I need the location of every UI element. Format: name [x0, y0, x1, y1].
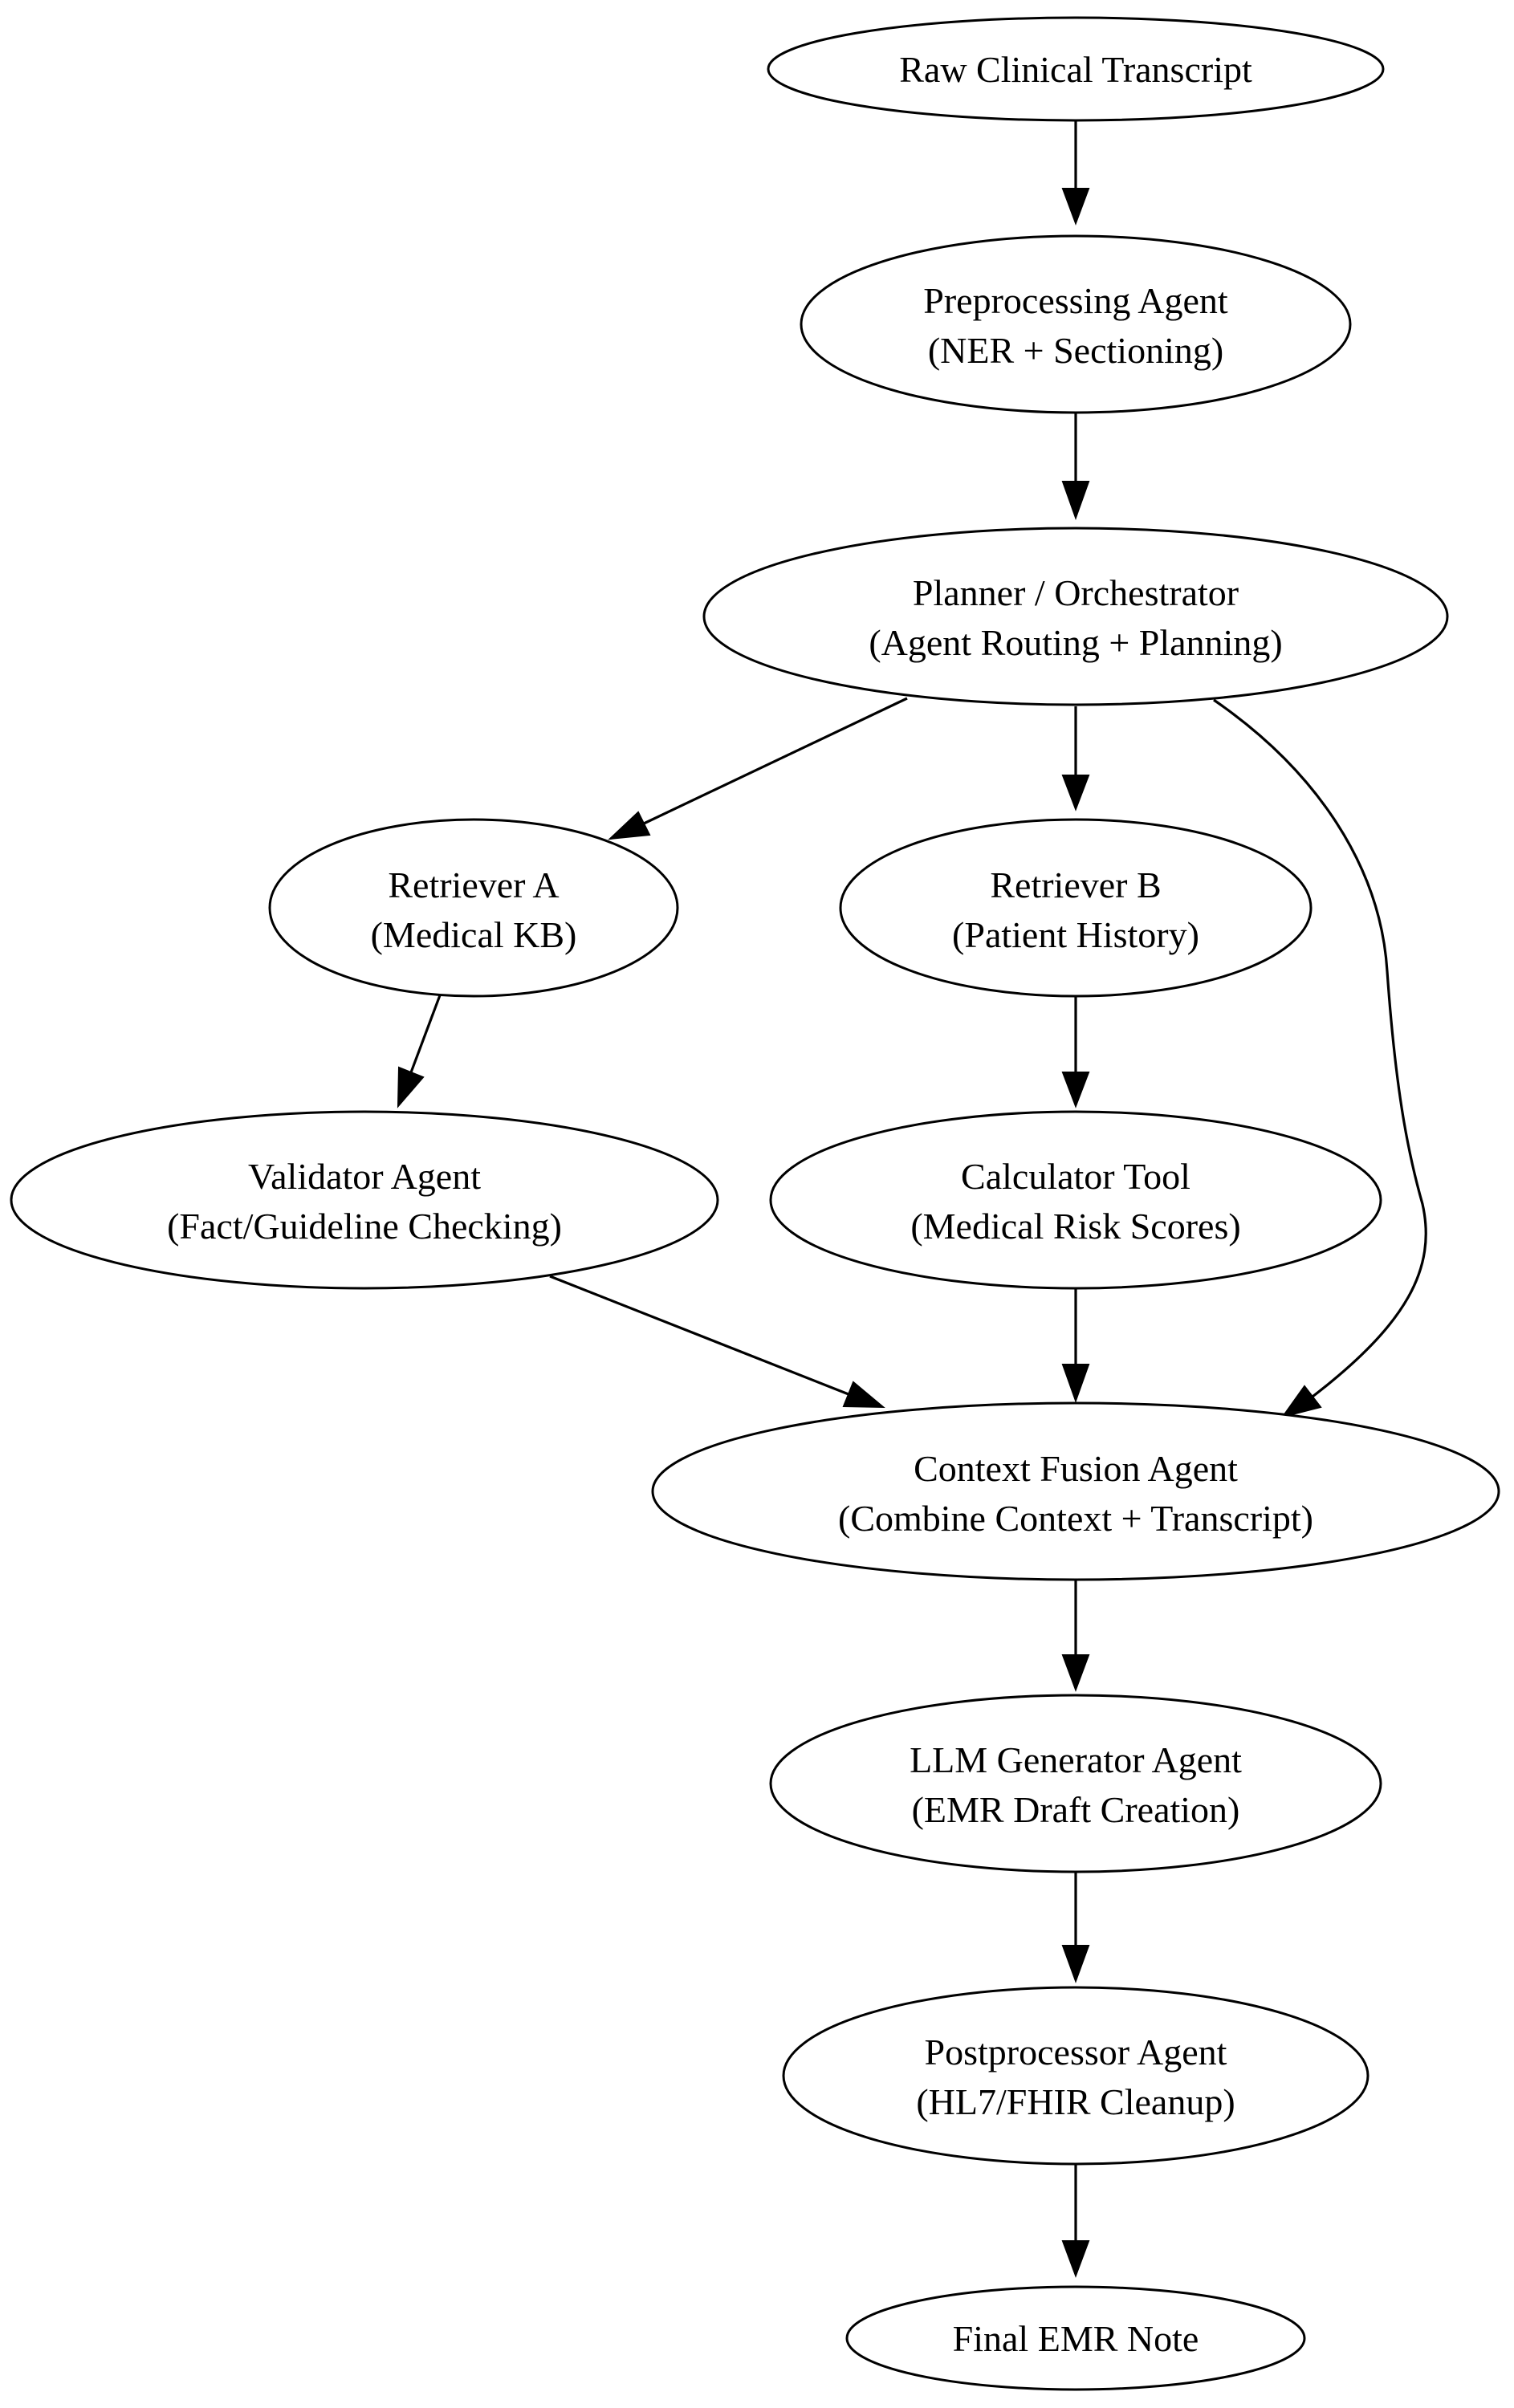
node-sublabel: (Medical KB) [371, 914, 577, 955]
edge-context-fusion-to-llm [1061, 1577, 1090, 1692]
node-sublabel: (NER + Sectioning) [928, 330, 1223, 371]
node-sublabel: (HL7/FHIR Cleanup) [916, 2081, 1235, 2122]
edge-llm-to-postprocessor [1061, 1870, 1090, 1983]
node-sublabel: (EMR Draft Creation) [912, 1789, 1240, 1830]
node-label: Planner / Orchestrator [913, 572, 1239, 613]
edge-retriever-b-to-calculator [1061, 995, 1090, 1108]
edge-postprocessor-to-final [1061, 2163, 1090, 2278]
node-retriever-b: Retriever B (Patient History) [839, 818, 1313, 998]
node-context-fusion-agent: Context Fusion Agent (Combine Context + … [651, 1401, 1500, 1581]
node-sublabel: (Medical Risk Scores) [910, 1206, 1240, 1247]
edge-validator-to-context-fusion [549, 1275, 885, 1409]
node-label: Raw Clinical Transcript [899, 49, 1252, 90]
node-validator-agent: Validator Agent (Fact/Guideline Checking… [10, 1110, 719, 1290]
node-planner-orchestrator: Planner / Orchestrator (Agent Routing + … [702, 527, 1449, 706]
node-label: LLM Generator Agent [910, 1739, 1242, 1780]
edge-pre-to-plan [1061, 413, 1090, 520]
node-llm-generator-agent: LLM Generator Agent (EMR Draft Creation) [769, 1694, 1382, 1873]
node-postprocessor-agent: Postprocessor Agent (HL7/FHIR Cleanup) [782, 1986, 1370, 2166]
node-preprocessing-agent: Preprocessing Agent (NER + Sectioning) [800, 234, 1352, 414]
node-sublabel: (Combine Context + Transcript) [838, 1498, 1313, 1539]
node-label: Validator Agent [248, 1156, 481, 1197]
node-final-emr-note: Final EMR Note [845, 2285, 1306, 2391]
node-calculator-tool: Calculator Tool (Medical Risk Scores) [769, 1110, 1382, 1290]
node-sublabel: (Patient History) [952, 914, 1199, 955]
node-label: Retriever B [990, 864, 1161, 905]
edge-raw-to-pre [1061, 120, 1090, 226]
node-sublabel: (Fact/Guideline Checking) [167, 1206, 562, 1247]
edge-calculator-to-context-fusion [1061, 1288, 1090, 1403]
edge-plan-to-retriever-a [608, 697, 908, 840]
node-raw-clinical-transcript: Raw Clinical Transcript [767, 16, 1385, 122]
node-sublabel: (Agent Routing + Planning) [869, 622, 1282, 663]
node-label: Calculator Tool [961, 1156, 1190, 1197]
node-retriever-a: Retriever A (Medical KB) [268, 818, 679, 998]
node-label: Context Fusion Agent [914, 1448, 1238, 1489]
node-label: Postprocessor Agent [925, 2032, 1227, 2072]
node-label: Preprocessing Agent [923, 280, 1228, 321]
node-label: Retriever A [388, 864, 559, 905]
edge-retriever-a-to-validator [397, 995, 442, 1108]
edge-plan-to-context-fusion [1213, 698, 1427, 1418]
node-label: Final EMR Note [953, 2318, 1199, 2359]
edge-plan-to-retriever-b [1061, 706, 1090, 811]
